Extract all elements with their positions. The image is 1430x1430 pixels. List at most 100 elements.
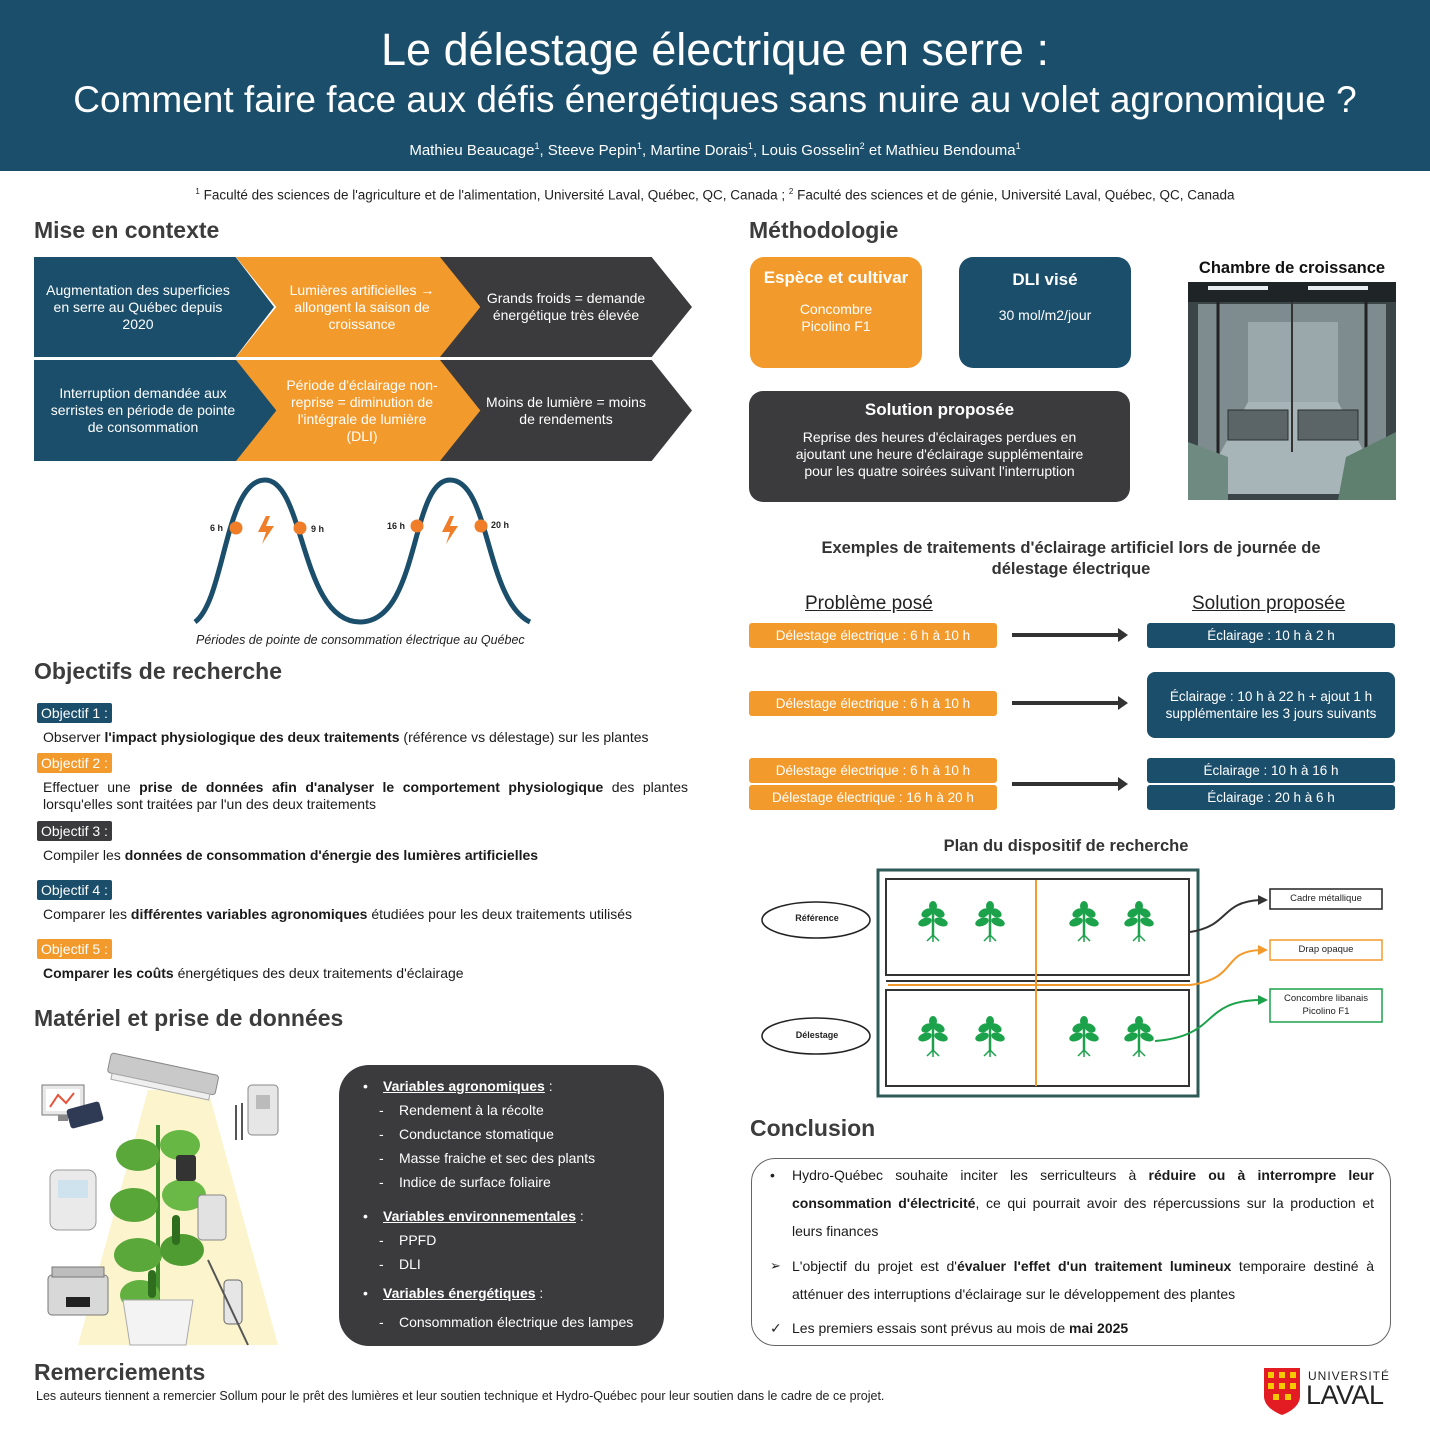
cucumber-plant-icon	[1124, 1016, 1154, 1057]
dli-text: 30 mol/m2/jour	[998, 307, 1092, 323]
solution-pill: Éclairage : 10 h à 2 h	[1147, 623, 1395, 648]
author-name: Mathieu Beaucage	[409, 142, 535, 159]
affiliations: 1 Faculté des sciences de l'agriculture …	[195, 187, 1235, 203]
outer-frame	[876, 868, 1200, 1098]
dash-icon: -	[379, 1256, 384, 1272]
logo-text-top: UNIVERSITÉ	[1308, 1369, 1391, 1383]
peak-marker-9h	[293, 521, 307, 535]
universite-laval-crest-icon	[1264, 1368, 1300, 1415]
porometer-icon	[49, 1169, 97, 1231]
dash-icon: -	[379, 1126, 384, 1142]
conclusion-box: • Hydro-Québec souhaite inciter les serr…	[751, 1158, 1391, 1346]
section-title-methodologie: Méthodologie	[749, 217, 899, 243]
plan-title: Plan du dispositif de recherche	[943, 837, 1189, 855]
author-affil-sup: 1	[1015, 141, 1021, 151]
checkmark-icon: ✓	[770, 1320, 782, 1336]
variable-item: Masse fraiche et sec des plants	[399, 1150, 596, 1166]
cucumber-plant-icon	[975, 1016, 1005, 1057]
objective-badge: Objectif 2 :	[37, 753, 112, 773]
cucumber-plant-icon	[1069, 1016, 1099, 1057]
bold-text: l'impact physiologique des deux traiteme…	[104, 729, 400, 745]
bullet-icon: •	[363, 1078, 368, 1094]
text-run: , ce qui pourrait avoir des répercussion…	[792, 1195, 1374, 1239]
probe-meter-icon	[207, 1259, 249, 1346]
text-run: Compiler les	[43, 847, 125, 863]
affiliation-2: Faculté des sciences et de génie, Univer…	[797, 187, 1235, 203]
bold-text: Comparer les coûts	[43, 965, 174, 981]
delestage-label-ellipse	[761, 1017, 871, 1055]
objective-text: Compiler les données de consommation d'é…	[43, 847, 688, 864]
peak-label: 20 h	[491, 520, 510, 530]
conclusion-point-1: Hydro-Québec souhaite inciter les serric…	[792, 1161, 1374, 1245]
section-title-remerciements: Remerciements	[34, 1359, 206, 1385]
bullet-icon: •	[770, 1167, 775, 1183]
text-run: L'objectif du projet est d'	[792, 1258, 957, 1274]
author-affil-sup: 2	[859, 141, 865, 151]
variable-item: Rendement à la récolte	[399, 1102, 544, 1118]
section-title-objectifs: Objectifs de recherche	[34, 658, 282, 684]
section-title-contexte: Mise en contexte	[34, 217, 220, 243]
reference-label: Référence	[795, 913, 839, 923]
author-name: Steeve Pepin	[547, 142, 638, 159]
peak-marker-6h	[229, 521, 243, 535]
peak-label: 6 h	[210, 523, 224, 533]
probleme-pill: Délestage électrique : 6 h à 10 h	[749, 691, 997, 716]
solution-text: Reprise des heures d'éclairages perdues …	[795, 429, 1084, 479]
context-box-1: Augmentation des superficies en serre au…	[34, 257, 274, 357]
lightning-icon	[442, 516, 458, 544]
objective-badge: Objectif 5 :	[37, 939, 112, 959]
probleme-pill: Délestage électrique : 6 h à 10 h	[749, 758, 997, 783]
pointer-cadre	[1189, 899, 1261, 933]
growth-chamber-photo	[1188, 282, 1396, 500]
variable-item: Conductance stomatique	[399, 1126, 554, 1142]
dash-icon: -	[379, 1150, 384, 1166]
bullet-icon: •	[363, 1208, 368, 1224]
separator: ,	[539, 142, 548, 159]
author-name: Mathieu Bendouma	[885, 142, 1016, 159]
author-affil-sup: 1	[534, 141, 540, 151]
solution-heading: Solution proposée	[1192, 593, 1346, 614]
variable-item: PPFD	[399, 1232, 437, 1248]
section-title-materiel: Matériel et prise de données	[34, 1005, 344, 1031]
solution-box: Solution proposée Reprise des heures d'é…	[749, 391, 1130, 502]
scale-icon	[47, 1266, 109, 1316]
equipment-illustration	[41, 1052, 279, 1346]
text-run: énergétiques des deux traitements d'écla…	[173, 965, 464, 981]
objective-text: Comparer les différentes variables agron…	[43, 906, 688, 923]
text-run: Observer	[43, 729, 105, 745]
context-box-3: Grands froids = demande énergétique très…	[440, 257, 692, 357]
separator: et	[864, 142, 886, 159]
dli-title: DLI visé	[1012, 270, 1078, 289]
data-logger-icon	[66, 1101, 104, 1129]
variables-panel: •Variables agronomiques :-Rendement à la…	[339, 1065, 664, 1346]
header-banner: Le délestage électrique en serre : Comme…	[0, 0, 1430, 171]
arrow-right-icon	[1012, 696, 1128, 710]
cucumber-plant-icon	[1124, 901, 1154, 942]
objective-text: Comparer les coûts énergétiques des deux…	[43, 965, 688, 982]
lightning-icon	[258, 516, 274, 544]
text-run: Hydro-Québec souhaite inciter les serric…	[792, 1167, 1149, 1183]
plan-diagram	[761, 868, 1383, 1098]
conclusion-point-3: Les premiers essais sont prévus au mois …	[792, 1314, 1374, 1342]
context-box-2: Lumières artificielles → allongent la sa…	[236, 257, 488, 357]
bold-text: mai 2025	[1069, 1320, 1129, 1336]
text-run: des plantes lorsqu'elles sont traitées p…	[43, 779, 689, 812]
text-run: Les premiers essais sont prévus au mois …	[792, 1320, 1070, 1336]
sensor-box-icon	[235, 1084, 279, 1140]
author-name: Martine Dorais	[650, 142, 748, 159]
variable-category: Variables environnementales :	[383, 1207, 584, 1225]
variable-item: Indice de surface foliaire	[399, 1174, 551, 1190]
poster-title: Le délestage électrique en serre :	[381, 24, 1049, 75]
bold-text: données de consommation d'énergie des lu…	[124, 847, 539, 863]
author-affil-sup: 1	[637, 141, 643, 151]
probleme-pill: Délestage électrique : 16 h à 20 h	[749, 785, 997, 810]
category-suffix: :	[535, 1285, 544, 1301]
dash-icon: -	[379, 1174, 384, 1190]
objective-text: Observer l'impact physiologique des deux…	[43, 729, 688, 746]
pointer-drap	[1189, 949, 1261, 986]
variable-item: DLI	[399, 1256, 421, 1272]
category-suffix: :	[575, 1208, 584, 1224]
variable-item: Consommation électrique des lampes	[399, 1314, 634, 1330]
legend-box-concombre	[1269, 988, 1383, 1023]
chlorophyll-meter-icon	[197, 1194, 227, 1241]
